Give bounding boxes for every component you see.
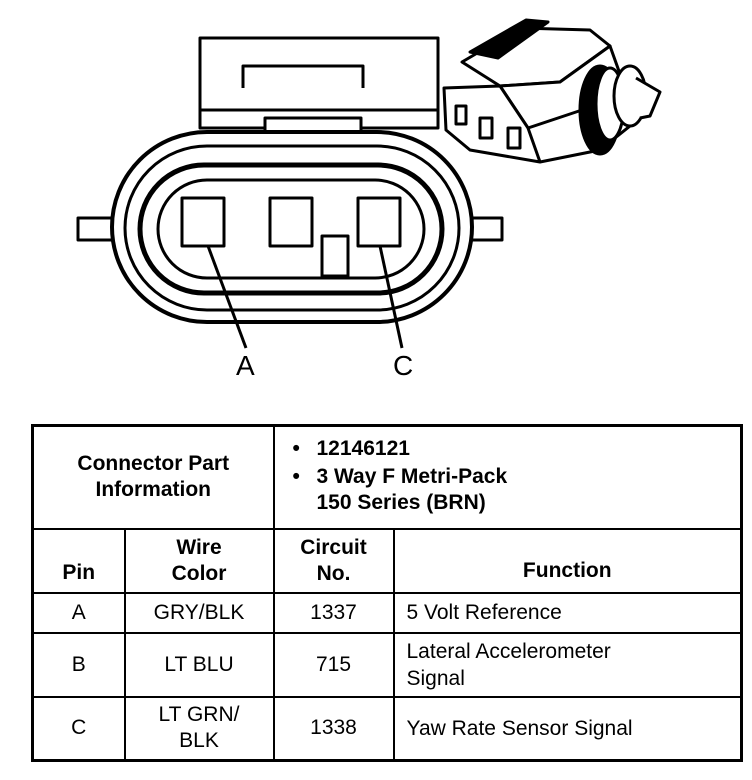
wire-color-cell: LT GRN/ BLK [123, 695, 275, 762]
header-wire-color: Wire Color [123, 527, 275, 594]
connector-body-middle [123, 144, 461, 312]
part-number-item: 12146121 [293, 436, 741, 462]
wire-color-cell: GRY/BLK [123, 591, 275, 634]
header-function-text: Function [522, 558, 612, 582]
part-info-row: Connector Part Information 12146121 3 Wa… [31, 424, 743, 530]
circuit-cell: 1338 [272, 695, 395, 762]
connector-info-table: Connector Part Information 12146121 3 Wa… [31, 424, 743, 762]
header-circuit-line: No. [316, 561, 351, 585]
part-info-label-cell: Connector Part Information [31, 424, 275, 530]
connector-type-line: 3 Way F Metri-Pack [316, 465, 508, 489]
callout-label-a: A [236, 350, 255, 381]
circuit-cell: 715 [272, 631, 395, 698]
leader-line-a [206, 245, 248, 349]
table-row: A GRY/BLK 1337 5 Volt Reference [31, 591, 743, 634]
part-info-label-line: Connector Part [77, 452, 230, 476]
header-pin-text: Pin [62, 560, 96, 584]
function-line: Signal [406, 666, 465, 690]
wire-color-line: BLK [179, 729, 219, 753]
connector-face [156, 178, 426, 280]
function-cell: Lateral Accelerometer Signal [392, 631, 743, 698]
table-row: B LT BLU 715 Lateral Accelerometer Signa… [31, 631, 743, 698]
pin-cell: A [31, 591, 126, 634]
header-circuit-no: Circuit No. [272, 527, 395, 594]
wire-color-cell: LT BLU [123, 631, 275, 698]
cavity-a [180, 196, 226, 248]
function-line: Lateral Accelerometer [406, 639, 611, 663]
pin-cell: B [31, 631, 126, 698]
function-cell: 5 Volt Reference [392, 591, 743, 634]
connector-diagram [76, 18, 662, 349]
header-wire-color-line: Wire [176, 535, 222, 559]
circuit-cell: 1337 [272, 591, 395, 634]
part-info-list: 12146121 3 Way F Metri-Pack 150 Series (… [275, 428, 741, 526]
connector-latch [198, 36, 440, 134]
header-row: Pin Wire Color Circuit No. Function [31, 527, 743, 594]
cavity-c [356, 196, 402, 248]
connector-body-inner [137, 162, 445, 296]
table-row: C LT GRN/ BLK 1338 Yaw Rate Sensor Signa… [31, 695, 743, 762]
pin-cell: C [31, 695, 126, 762]
callout-label-c: C [393, 350, 414, 381]
part-number: 12146121 [316, 437, 410, 461]
connector-type-item: 3 Way F Metri-Pack 150 Series (BRN) [293, 464, 741, 516]
header-pin: Pin [31, 527, 126, 594]
connector-type-line: 150 Series (BRN) [316, 491, 486, 515]
leader-line-c [378, 245, 404, 349]
polarity-key [320, 234, 350, 278]
wire-color-line: LT GRN/ [158, 703, 240, 727]
cavity-b [268, 196, 314, 248]
part-info-label-line: Information [95, 478, 212, 502]
header-circuit-line: Circuit [300, 535, 367, 559]
header-wire-color-line: Color [171, 561, 227, 585]
function-cell: Yaw Rate Sensor Signal [392, 695, 743, 762]
header-function: Function [392, 527, 743, 594]
part-info-values-cell: 12146121 3 Way F Metri-Pack 150 Series (… [272, 424, 743, 530]
connector-photo-illustration [442, 18, 662, 164]
